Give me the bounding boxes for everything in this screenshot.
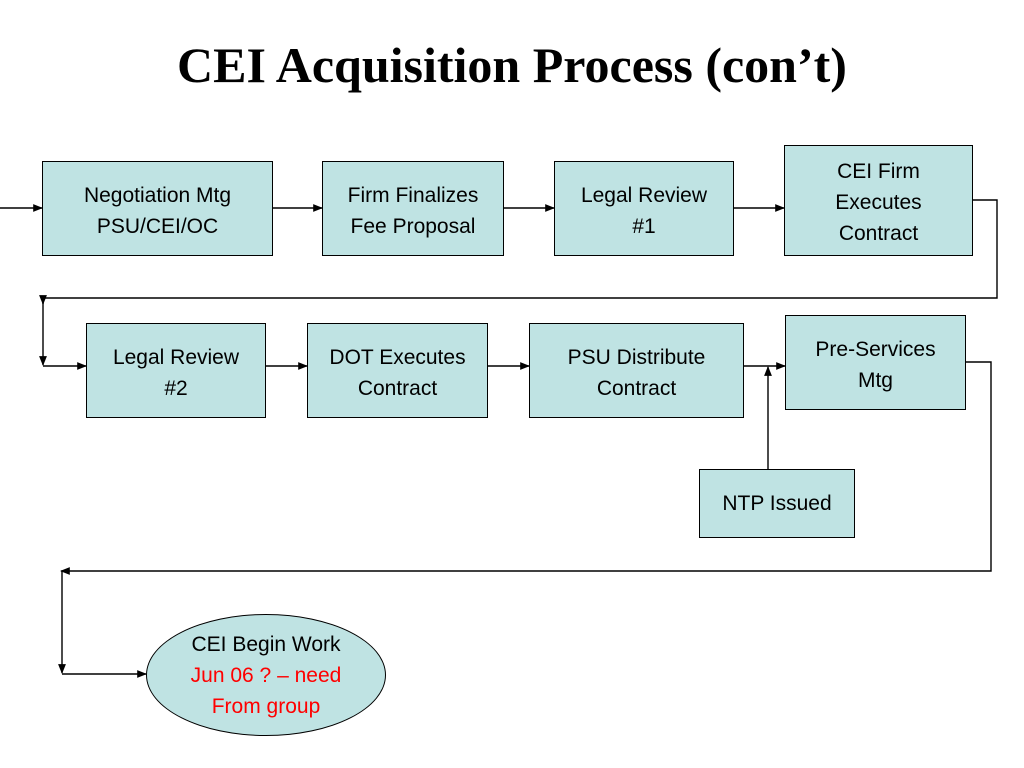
step-label: NTP Issued	[722, 492, 832, 515]
date-note: From group	[211, 694, 321, 718]
step-firm-finalizes: Firm Finalizes Fee Proposal	[322, 161, 504, 256]
step-label: CEI Begin Work	[191, 632, 341, 656]
step-label: Firm Finalizes	[347, 184, 479, 207]
step-label: Fee Proposal	[350, 215, 476, 238]
step-pre-services-mtg: Pre-Services Mtg	[785, 315, 966, 410]
step-legal-review-1: Legal Review #1	[554, 161, 734, 256]
step-label: PSU/CEI/OC	[96, 215, 219, 238]
step-cei-firm-executes: CEI Firm Executes Contract	[784, 145, 973, 256]
step-label: Contract	[357, 377, 438, 400]
page-title: CEI Acquisition Process (con’t)	[177, 37, 847, 93]
step-dot-executes: DOT Executes Contract	[307, 323, 488, 418]
connector-row1-to-row2	[43, 199, 998, 299]
connector-row2-to-row3	[62, 361, 992, 572]
step-label: CEI Firm	[837, 160, 920, 183]
step-label: Pre-Services	[815, 338, 936, 361]
step-label: Contract	[838, 222, 919, 245]
step-label: PSU Distribute	[567, 346, 706, 369]
step-cei-begin-work: CEI Begin Work Jun 06 ? – need From grou…	[146, 614, 386, 736]
step-label: Contract	[596, 377, 677, 400]
step-psu-distribute: PSU Distribute Contract	[529, 323, 744, 418]
step-label: Legal Review	[112, 346, 240, 369]
step-label: DOT Executes	[329, 346, 466, 369]
step-legal-review-2: Legal Review #2	[86, 323, 266, 418]
step-label: Executes	[835, 191, 922, 214]
step-label: Negotiation Mtg	[83, 184, 232, 207]
step-label: Legal Review	[580, 184, 708, 207]
step-label: Mtg	[857, 369, 893, 392]
step-ntp-issued: NTP Issued	[699, 469, 855, 538]
step-label: #2	[164, 377, 188, 400]
step-negotiation-mtg: Negotiation Mtg PSU/CEI/OC	[42, 161, 273, 256]
step-label: #1	[632, 215, 656, 238]
date-note: Jun 06 ? – need	[190, 663, 342, 687]
